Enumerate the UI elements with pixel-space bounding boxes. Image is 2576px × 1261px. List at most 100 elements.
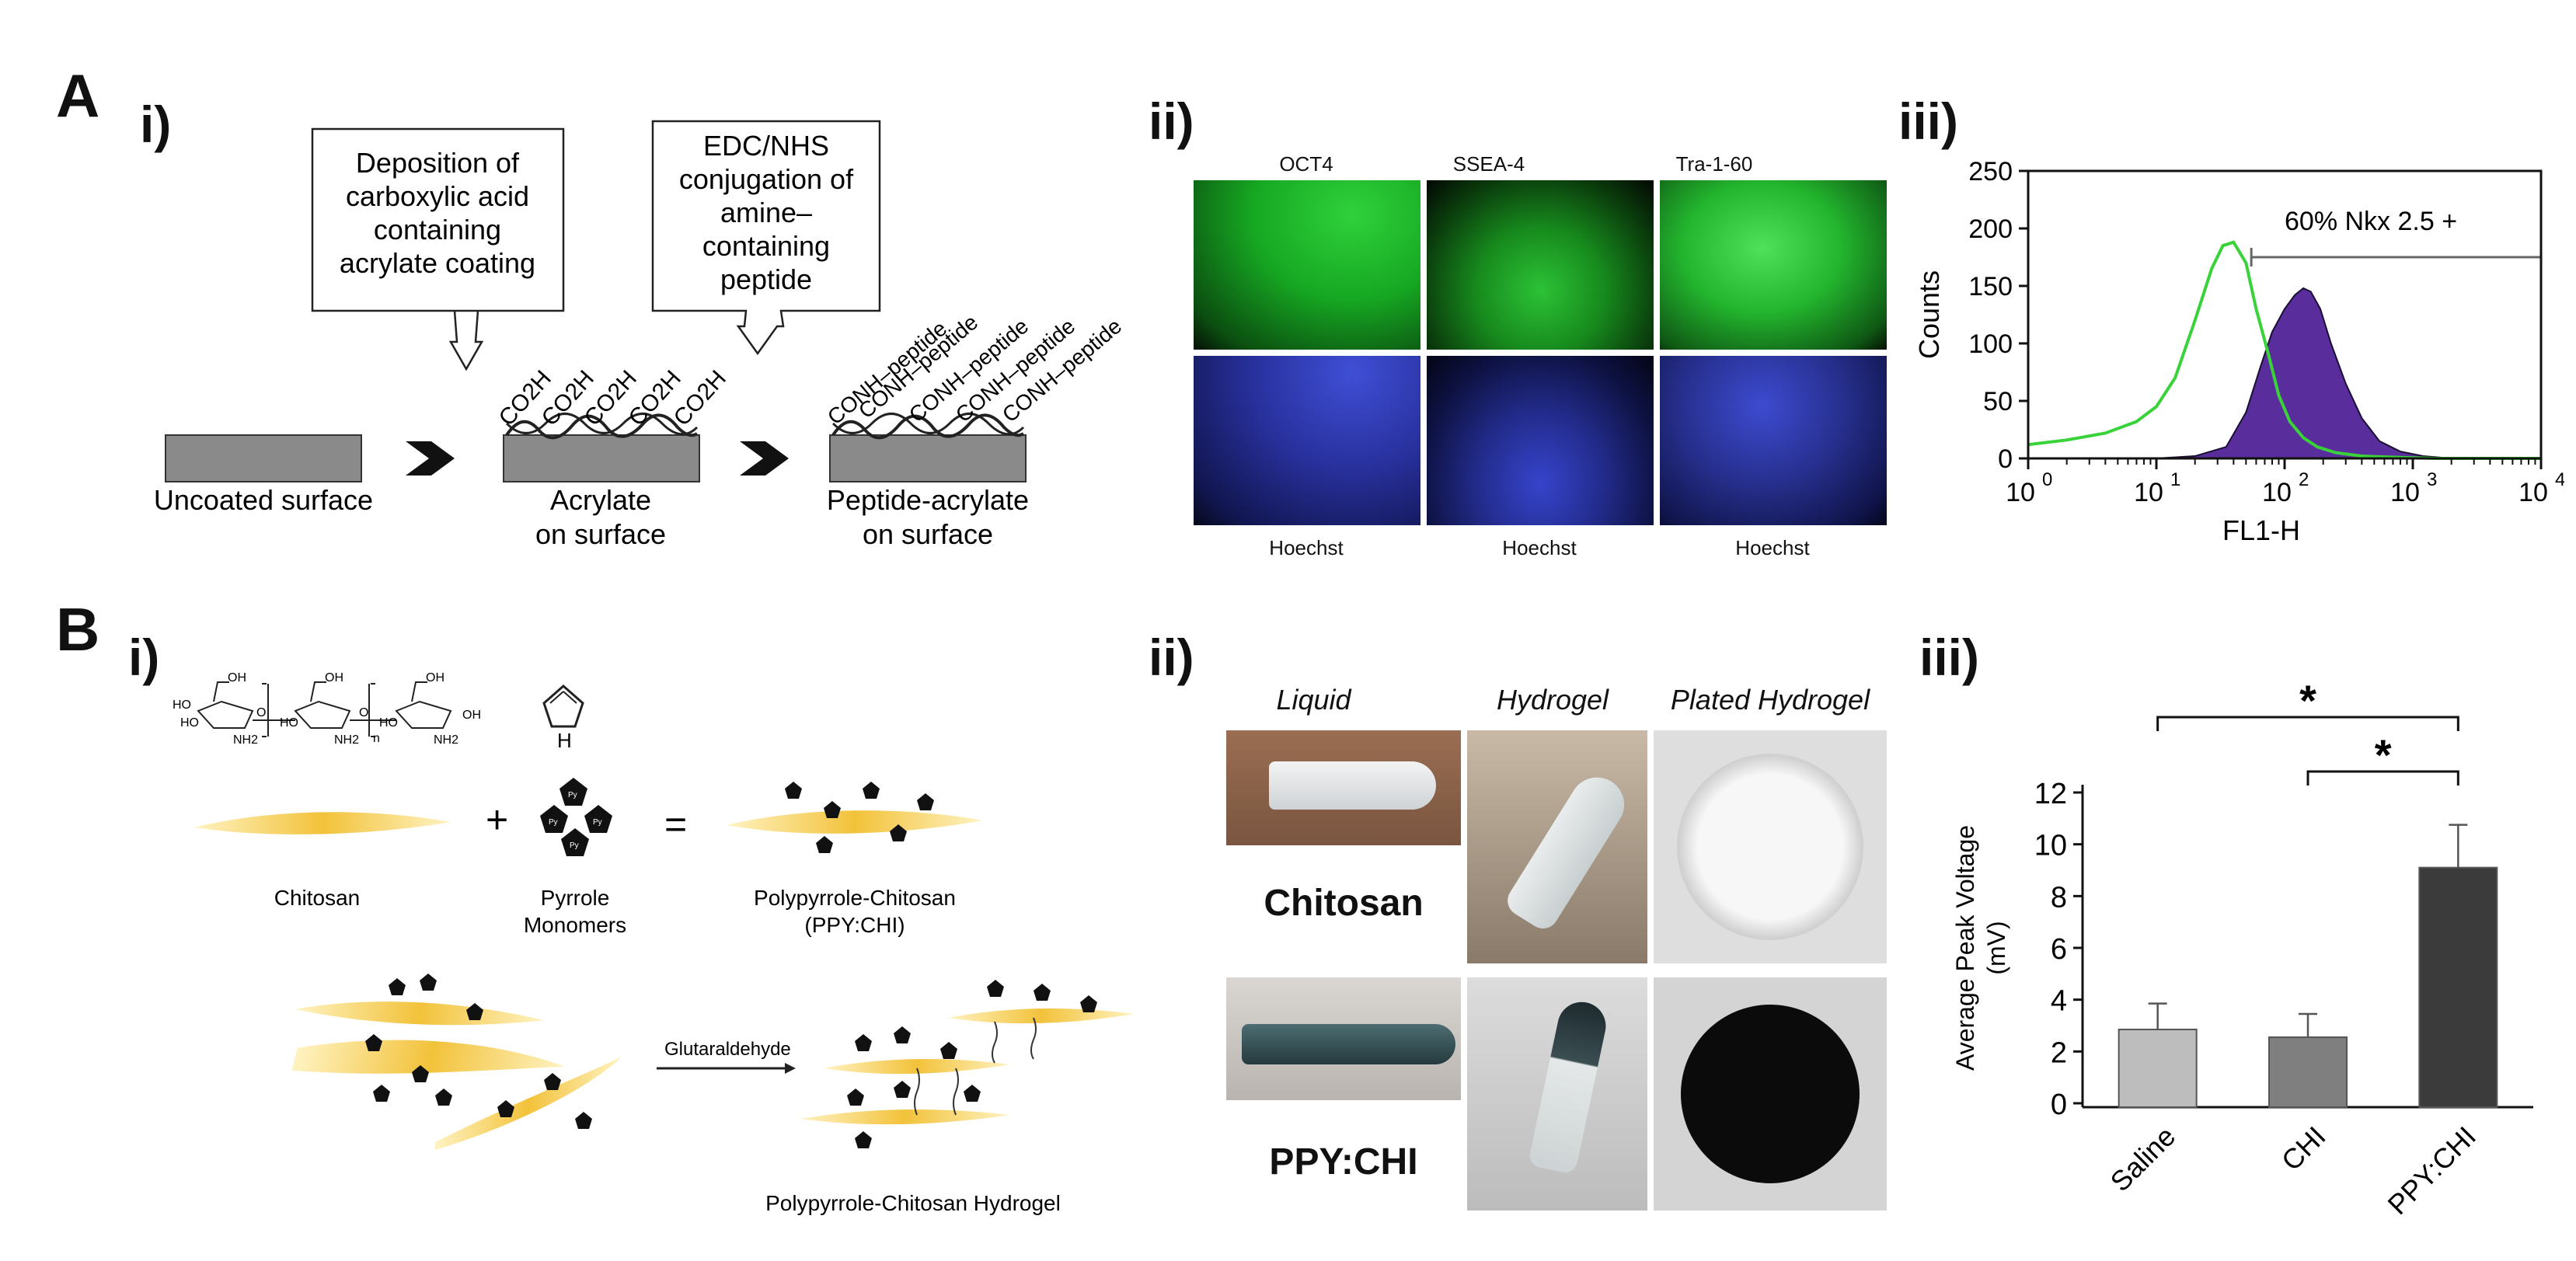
panel-b-letter: B xyxy=(56,595,100,664)
y-tick-label-12: 12 xyxy=(2034,778,2067,810)
acrylate-chains-2 xyxy=(505,413,699,436)
panel-a-ii-label: ii) xyxy=(1149,92,1194,150)
ppy-chi-fiber xyxy=(727,810,983,834)
y-tick-label-0: 0 xyxy=(1998,444,2013,474)
panel-b-ii-label: ii) xyxy=(1149,629,1194,686)
panel-a-iii-label: iii) xyxy=(1898,92,1958,150)
plus-sign: + xyxy=(486,798,508,841)
ppy-chi-plated-photo xyxy=(1654,977,1887,1210)
chem-nh2-2: NH2 xyxy=(334,733,359,747)
py-1: Py xyxy=(568,791,577,799)
py-3: Py xyxy=(593,818,602,827)
surface-coating-schematic: Deposition of carboxylic acid containing… xyxy=(154,120,1126,550)
chitosan-plated-photo xyxy=(1654,730,1887,963)
uncoated-surface xyxy=(165,434,362,482)
fiber-right-1 xyxy=(948,1008,1135,1024)
callout-2-line-2: conjugation of xyxy=(679,163,854,195)
y-tick-label-250: 250 xyxy=(1968,157,2013,186)
y-tick-label-2: 2 xyxy=(2051,1036,2067,1069)
chitosan-hydrogel-photo xyxy=(1467,730,1647,963)
pyrrole-double-bonds xyxy=(549,691,577,704)
chitosan-liquid-photo xyxy=(1226,730,1461,845)
stage-2-label-1: Acrylate xyxy=(550,484,651,516)
y-axis-label-1: Average Peak Voltage xyxy=(1951,825,1979,1071)
hydrogel-label: Polypyrrole-Chitosan Hydrogel xyxy=(765,1191,1061,1215)
stage-2-label-2: on surface xyxy=(535,518,666,550)
hoechst-image-1 xyxy=(1194,356,1420,525)
x-tick-label-PPY:CHI: PPY:CHI xyxy=(2382,1120,2482,1221)
x-tick-exponent-3: 3 xyxy=(2427,469,2437,490)
significance-star-1: * xyxy=(2299,676,2316,725)
chem-o-1: O xyxy=(256,706,266,719)
x-tick-label-CHI: CHI xyxy=(2275,1120,2332,1177)
acrylate-surface xyxy=(503,434,700,482)
label-hoechst-2: Hoechst xyxy=(1502,536,1577,559)
x-tick-label-0: 10 xyxy=(2006,478,2035,507)
chitosan-fiber xyxy=(194,812,451,834)
stage-3-label-1: Peptide-acrylate xyxy=(827,484,1029,516)
chem-oh-2: OH xyxy=(325,671,343,684)
chem-nh2-3: NH2 xyxy=(434,733,458,747)
bar-CHI xyxy=(2268,1036,2348,1108)
callout-2-box xyxy=(651,120,881,356)
chem-oh-3: OH xyxy=(426,671,444,684)
reagent-label: Glutaraldehyde xyxy=(664,1039,791,1060)
fiber-left-2 xyxy=(291,1040,566,1074)
callout-1-line-2: carboxylic acid xyxy=(346,180,529,212)
callout-1-line-3: containing xyxy=(374,214,501,246)
y-tick-label-200: 200 xyxy=(1968,214,2013,244)
callout-2-line-5: peptide xyxy=(720,263,812,295)
callout-2-line-3: amine– xyxy=(720,197,812,228)
y-axis-label: Counts xyxy=(1913,270,1945,359)
ppy-chi-label-2: (PPY:CHI) xyxy=(804,913,905,937)
y-tick-label-8: 8 xyxy=(2051,881,2067,914)
chem-ho-2: HO xyxy=(180,716,199,730)
chitosan-label: Chitosan xyxy=(274,886,361,910)
callout-2-line-1: EDC/NHS xyxy=(703,130,829,162)
equals-sign: = xyxy=(664,803,687,846)
ppy-chi-liquid-photo xyxy=(1226,977,1461,1100)
y-tick-label-4: 4 xyxy=(2051,985,2067,1018)
peptide-acrylate-chains-2 xyxy=(831,413,1025,436)
x-tick-label-2: 10 xyxy=(2262,478,2292,507)
x-axis-label: FL1-H xyxy=(2222,514,2300,546)
peptide-surface xyxy=(829,434,1027,482)
x-tick-label-4: 10 xyxy=(2518,478,2548,507)
label-ssea4: SSEA-4 xyxy=(1452,152,1525,176)
fiber-left-3 xyxy=(435,1057,622,1150)
chem-o-2: O xyxy=(359,706,368,719)
oct4-image xyxy=(1194,180,1420,350)
chitosan-structure xyxy=(197,681,452,737)
y-tick-label-10: 10 xyxy=(2034,830,2067,862)
control-histogram xyxy=(2027,240,2541,460)
callout-1-line-1: Deposition of xyxy=(356,147,520,179)
x-tick-exponent-1: 1 xyxy=(2170,469,2180,490)
callout-1-line-4: acrylate coating xyxy=(340,247,535,279)
chem-nh2-1: NH2 xyxy=(233,733,258,747)
arrow-chevron-2 xyxy=(740,441,789,475)
reaction-arrow-head xyxy=(785,1063,796,1074)
stage-1-label: Uncoated surface xyxy=(154,484,373,516)
panel-a-i-label: i) xyxy=(140,96,172,153)
significance-bracket-1 xyxy=(2156,716,2459,731)
crosslinks xyxy=(914,1017,1037,1116)
y-tick-label-150: 150 xyxy=(1968,272,2013,301)
chem-n: n xyxy=(373,732,380,745)
x-tick-label-1: 10 xyxy=(2134,478,2163,507)
ppy-chi-hydrogel-photo xyxy=(1467,977,1647,1210)
monomers-left xyxy=(365,974,592,1129)
label-tra160: Tra-1-60 xyxy=(1675,152,1753,176)
label-hoechst-3: Hoechst xyxy=(1735,536,1810,559)
hydrogel-schematic: OH OH OH HO HO HO HO OH NH2 NH2 NH2 O O … xyxy=(173,671,1135,1215)
fiber-left-1 xyxy=(295,1001,544,1026)
significance-bracket-2 xyxy=(2306,770,2459,786)
y-tick-label-100: 100 xyxy=(1968,329,2013,359)
pyrrole-ring xyxy=(542,684,584,728)
pyrrole-label-2: Monomers xyxy=(524,913,626,937)
py-2: Py xyxy=(549,818,558,827)
gate-annotation: 60% Nkx 2.5 + xyxy=(2285,207,2457,236)
stained-histogram xyxy=(2156,287,2541,459)
significance-star-2: * xyxy=(2375,730,2392,779)
x-tick-exponent-2: 2 xyxy=(2299,469,2309,490)
label-hoechst-1: Hoechst xyxy=(1269,536,1344,559)
